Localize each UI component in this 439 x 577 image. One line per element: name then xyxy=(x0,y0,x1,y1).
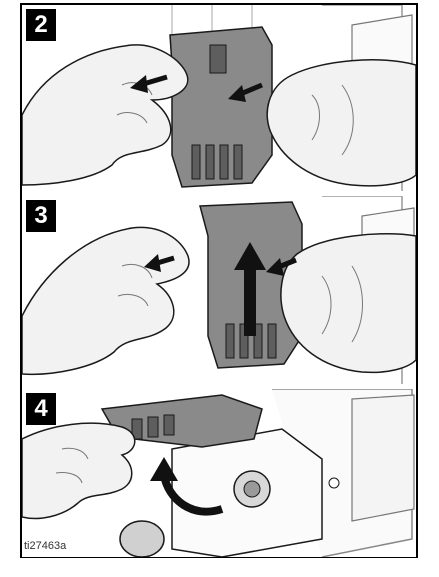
illustration-step-4 xyxy=(22,389,416,557)
step-panel-3: 3 xyxy=(22,196,416,384)
illustration-step-3 xyxy=(22,196,416,384)
step-panel-2: 2 xyxy=(22,5,416,191)
step-number-4: 4 xyxy=(26,393,56,425)
step-number-2: 2 xyxy=(26,9,56,41)
figure-code: ti27463a xyxy=(24,540,66,552)
step-number-3: 3 xyxy=(26,200,56,232)
illustration-step-2 xyxy=(22,5,416,191)
step-panel-4: 4 xyxy=(22,389,416,557)
